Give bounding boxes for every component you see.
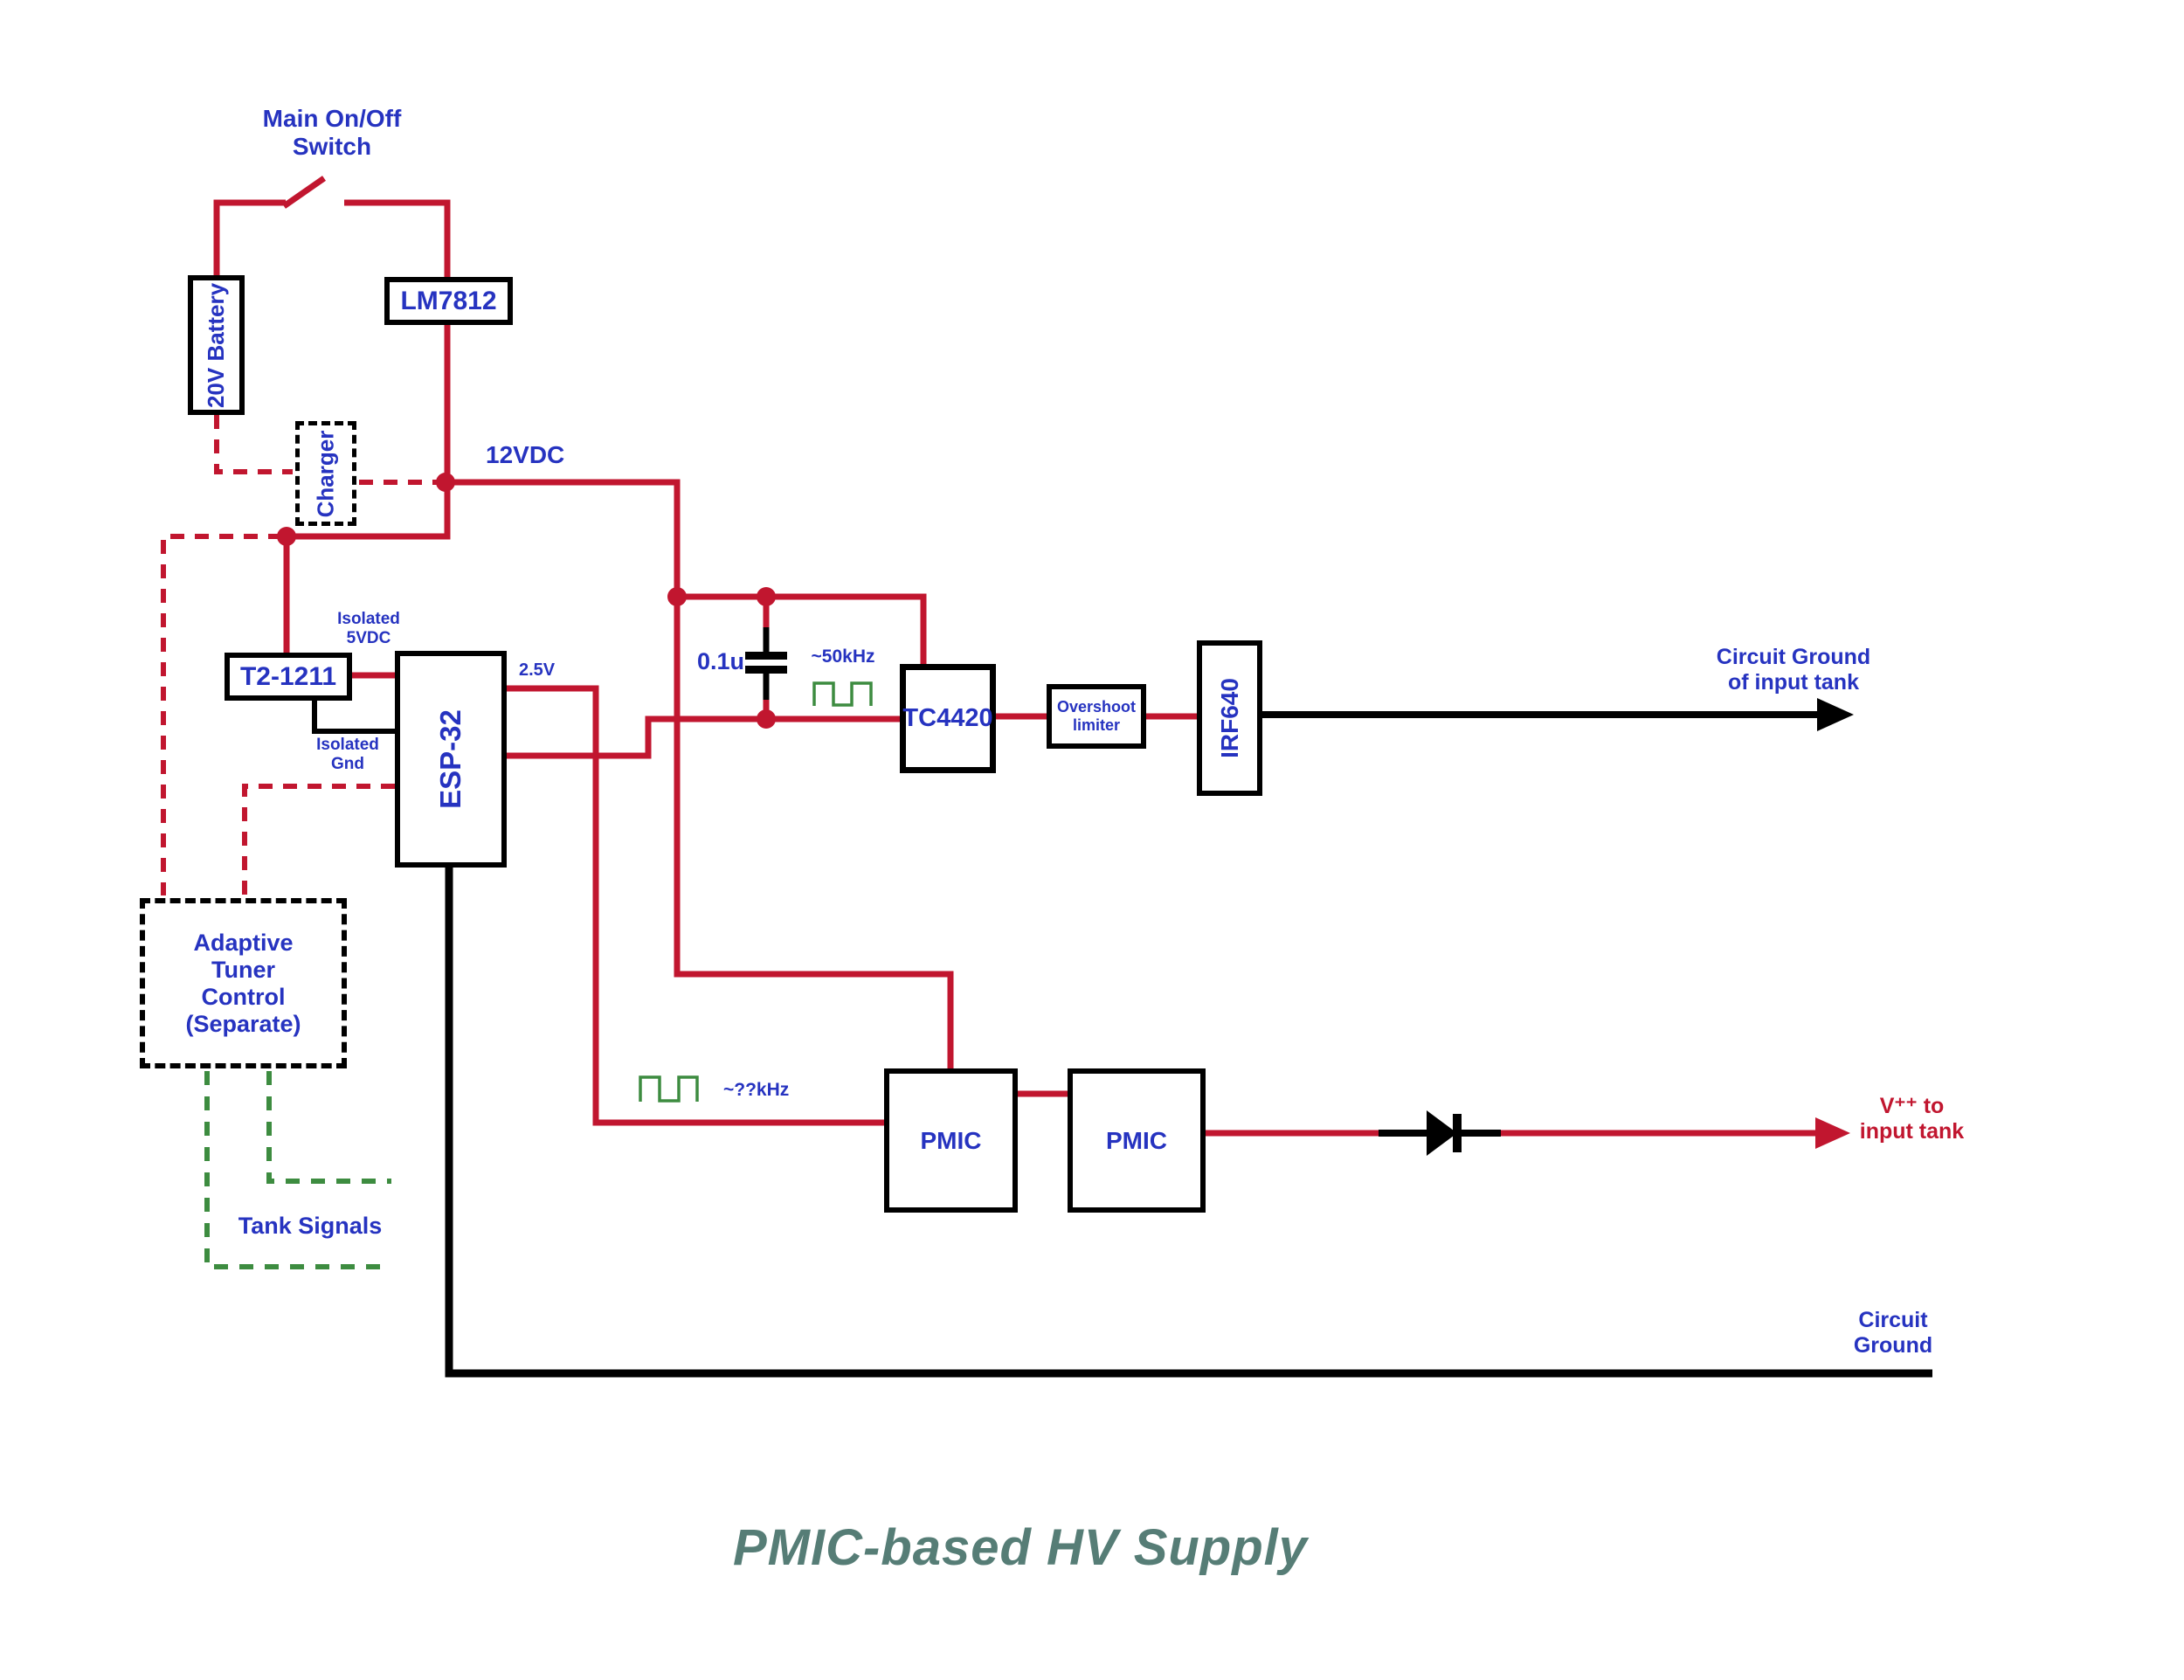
diode-icon (1427, 1110, 1462, 1156)
gate-pwm-freq-label: ~50kHz (811, 646, 875, 667)
junction-12vdc-node (436, 473, 455, 492)
irf640-label: IRF640 (1215, 678, 1243, 758)
pmic2-box: PMIC (1068, 1068, 1206, 1213)
lm7812-box: LM7812 (384, 277, 513, 325)
vpp-output-label: V⁺⁺ to input tank (1859, 1094, 1965, 1144)
cap-plate-bottom (745, 666, 787, 674)
diode-bar (1453, 1114, 1462, 1152)
battery-box: 20V Battery (188, 275, 245, 415)
diagram-title: PMIC-based HV Supply (732, 1519, 1309, 1576)
tank-signal-wires (204, 1071, 391, 1269)
cap-plate-top (745, 652, 787, 660)
charger-label: Charger (312, 430, 339, 517)
isolated-gnd-label: Isolated Gnd (316, 736, 379, 774)
t2-1211-box: T2-1211 (225, 653, 352, 701)
dashed-red-wires (161, 415, 441, 895)
irf640-box: IRF640 (1197, 640, 1262, 796)
pmic1-box: PMIC (884, 1068, 1018, 1213)
diode-triangle (1427, 1110, 1457, 1156)
rail-12vdc-label: 12VDC (486, 441, 565, 468)
ground-wires (312, 627, 1932, 1378)
lm7812-label: LM7812 (400, 286, 497, 315)
circuit-ground-label: Circuit Ground (1853, 1308, 1933, 1358)
junction-cap-top (757, 587, 776, 606)
square-wave-icons (639, 681, 873, 1103)
adaptive-tuner-control-label: Adaptive Tuner Control (Separate) (185, 929, 301, 1037)
overshoot-limiter-label: Overshoot limiter (1056, 698, 1137, 734)
overshoot-limiter-box: Overshoot limiter (1047, 684, 1146, 749)
pmic2-label: PMIC (1106, 1126, 1167, 1154)
dash-atc-tank-signal-1 (266, 1071, 391, 1184)
square-wave-pmic-icon (639, 1075, 699, 1103)
capacitor-symbol (745, 652, 787, 674)
junction-dots (277, 473, 776, 729)
adaptive-tuner-control-box: Adaptive Tuner Control (Separate) (140, 898, 347, 1068)
wire-battery-to-switch (213, 199, 286, 275)
dash-node-to-atc (161, 534, 282, 895)
isolated-5vdc-label: Isolated 5VDC (337, 610, 400, 648)
ground-arrowhead-icon (1817, 698, 1854, 731)
switch-blade (282, 176, 326, 209)
tank-signals-label: Tank Signals (238, 1213, 383, 1239)
main-switch-label: Main On/Off Switch (262, 105, 402, 161)
wire-switch-to-lm7812 (344, 199, 451, 280)
wire-isolated-gnd (312, 698, 397, 734)
junction-t2-branch (277, 527, 296, 546)
pmic-pwm-freq-label: ~??kHz (723, 1080, 790, 1100)
esp32-label: ESP-32 (433, 709, 467, 809)
esp-2v5-label: 2.5V (519, 660, 556, 680)
junction-cap-bottom (757, 709, 776, 729)
square-wave-50khz-icon (812, 681, 873, 707)
tc4420-label: TC4420 (902, 704, 993, 732)
wire-esp-pwm-to-pmic (504, 685, 887, 1126)
wire-12vdc-rail-to-pmic (446, 479, 954, 1071)
pmic1-label: PMIC (920, 1126, 982, 1154)
cap-value-label: 0.1u (696, 648, 744, 674)
wire-esp-pwm-to-tc4420 (504, 716, 902, 759)
charger-box: Charger (295, 421, 356, 526)
t2-1211-label: T2-1211 (239, 661, 337, 691)
tc4420-box: TC4420 (900, 664, 996, 773)
dash-esp-to-atc (242, 784, 395, 895)
wire-node-to-t2-1211 (283, 482, 451, 655)
circuit-ground-input-tank-label: Circuit Ground of input tank (1716, 645, 1871, 695)
esp32-box: ESP-32 (395, 651, 507, 868)
dash-battery-to-charger (214, 415, 293, 474)
junction-rail-branch (667, 587, 687, 606)
battery-label: 20V Battery (203, 282, 230, 408)
wire-circuit-ground (445, 865, 1932, 1378)
vpp-arrowhead-icon (1815, 1117, 1850, 1149)
